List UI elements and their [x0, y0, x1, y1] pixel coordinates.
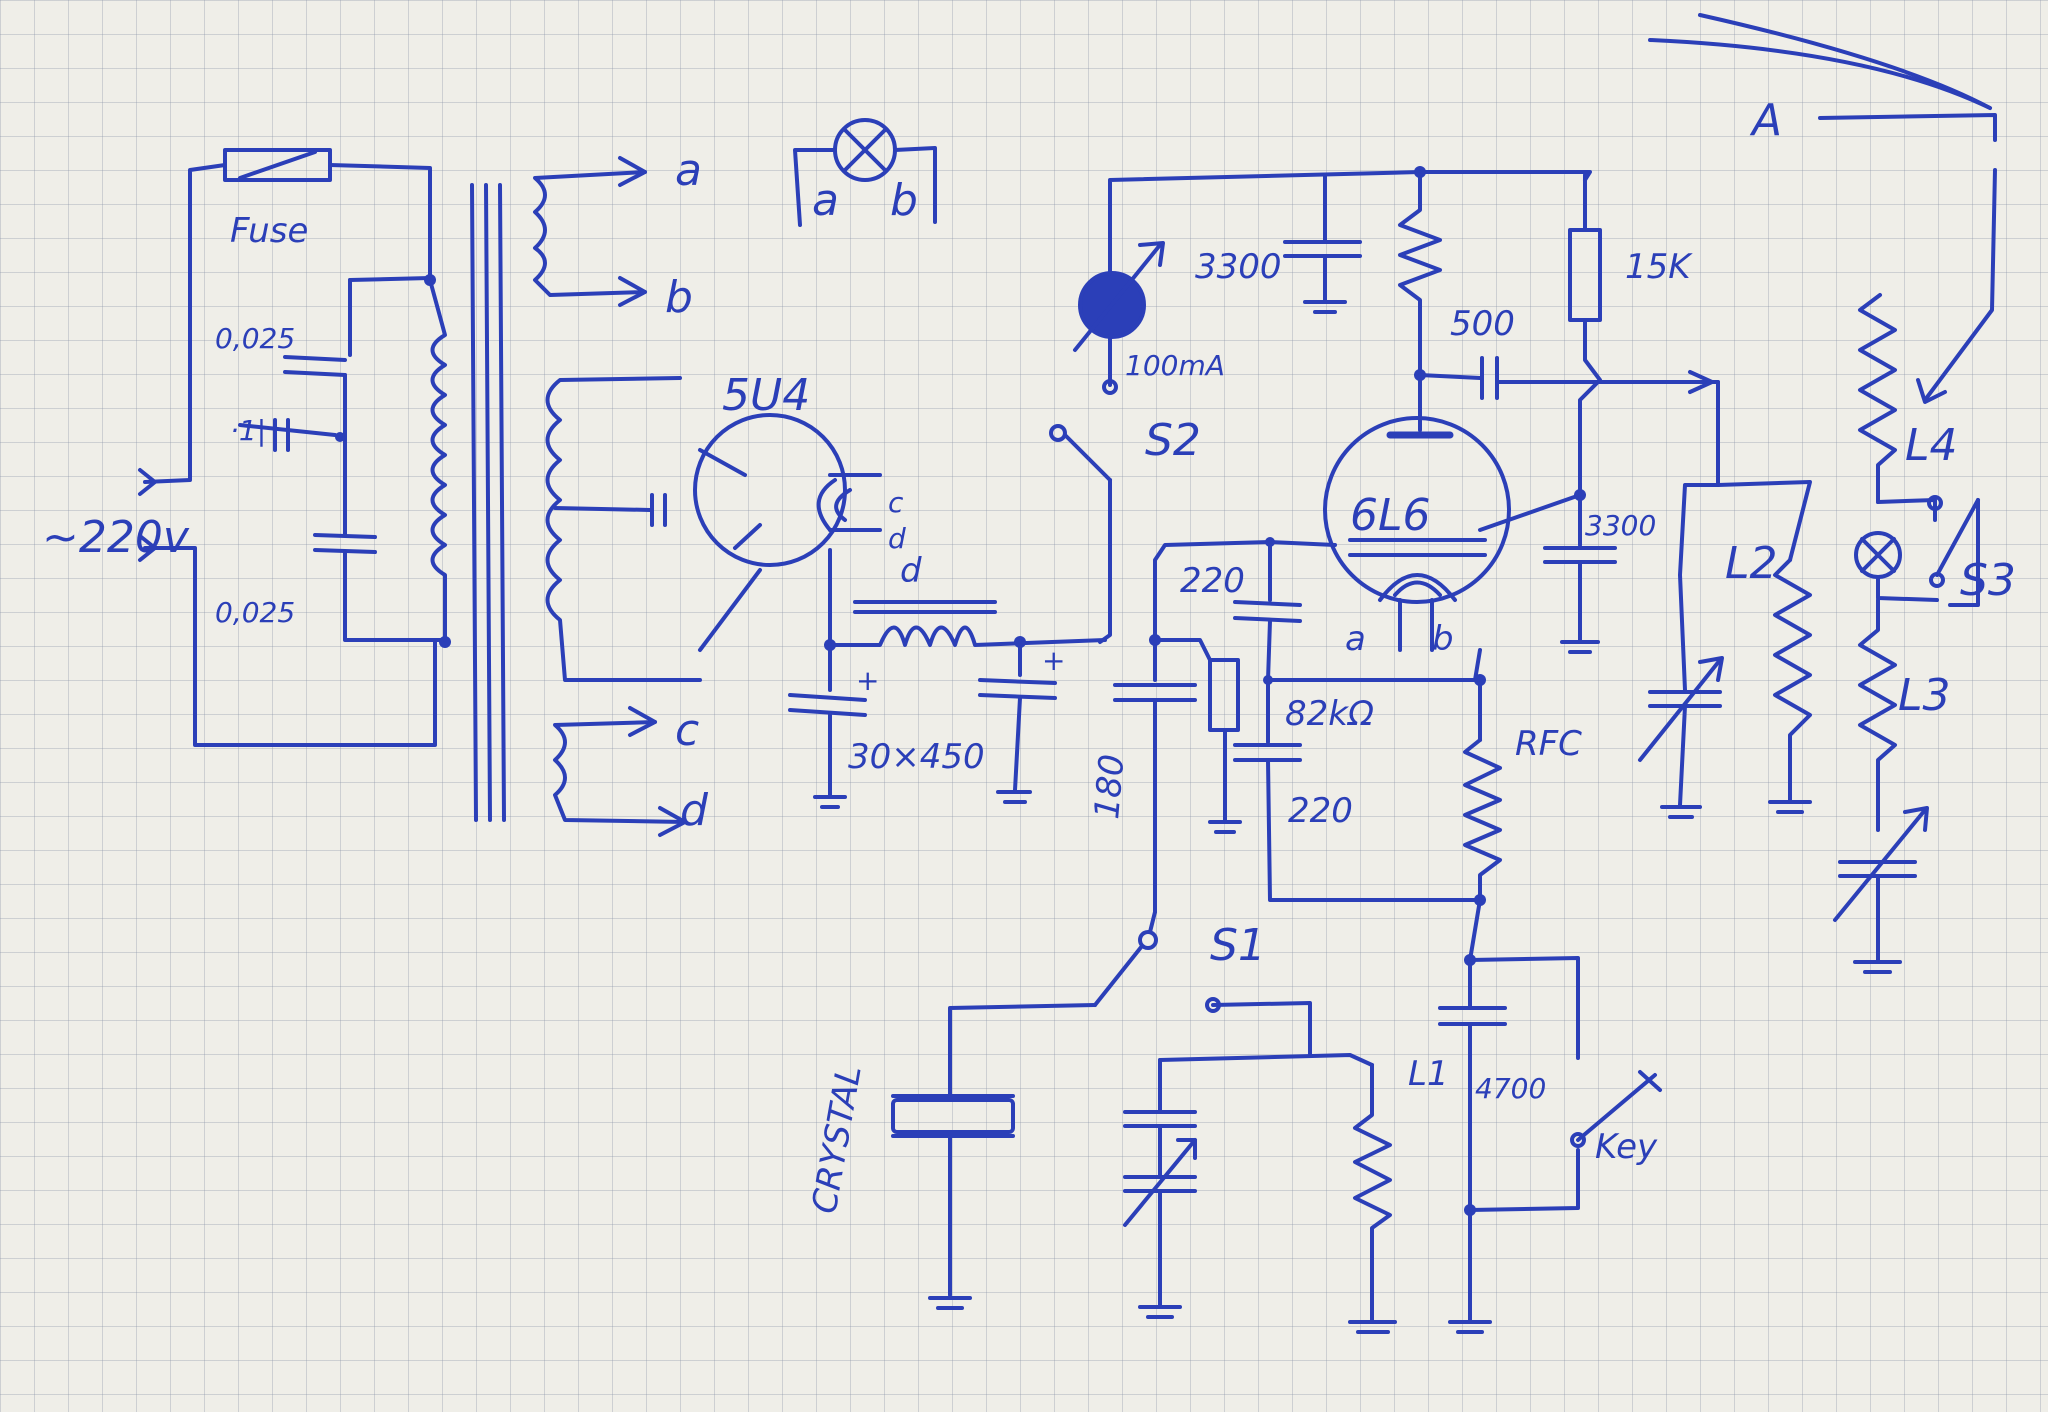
- cap-0025-bottom-label: 0,025: [215, 596, 295, 629]
- output-inductor-label: L2: [1725, 538, 1778, 589]
- lamp-b-label: b: [890, 175, 918, 226]
- plus-sign-2: +: [1042, 644, 1065, 677]
- grid-network: 220 82kΩ 220 180: [1087, 537, 1486, 914]
- mains-voltage-label: ~220v: [42, 512, 190, 563]
- tube-b-label: b: [1432, 619, 1454, 659]
- output-tube-6l6: 6L6 a b: [1323, 373, 1582, 659]
- choke-label: d: [900, 551, 922, 591]
- screen-bypass-cap-3300: 3300: [1543, 478, 1656, 654]
- transformer-primary-winding: [428, 278, 447, 642]
- cap-3300-label: 3300: [1195, 247, 1282, 287]
- secondary-d-label: d: [680, 785, 709, 836]
- cap-500-label: 500: [1450, 304, 1515, 344]
- coupling-inductor-l4-label: L4: [1905, 420, 1958, 471]
- cap-220-top-label: 220: [1180, 561, 1245, 601]
- transformer-core: [470, 183, 506, 822]
- tank-inductor-l3-label: L3: [1898, 670, 1951, 721]
- cap-180-label: 180: [1087, 753, 1133, 821]
- grid-tank-circuit: [1123, 1053, 1397, 1334]
- pilot-lamp-ab: a b: [793, 118, 937, 227]
- cap-3300-right-label: 3300: [1585, 509, 1656, 542]
- cap-01-label: ·1|: [230, 414, 266, 447]
- secondary-a-label: a: [675, 145, 702, 196]
- meter-range-label: 100mA: [1125, 349, 1225, 382]
- mains-input: Fuse ~220v 0,025 ·1| 0,025: [42, 148, 451, 747]
- plate-current-meter: 100mA: [1073, 170, 1592, 395]
- s2-label: S2: [1145, 415, 1201, 466]
- cap-4700-label: 4700: [1475, 1072, 1546, 1105]
- filter-caps-label: 30×450: [848, 737, 985, 777]
- cathode-inductor-label: L1: [1408, 1054, 1449, 1094]
- fuse-label: Fuse: [230, 211, 308, 251]
- rectifier-tube-5u4: 5U4 c d: [693, 370, 906, 652]
- s1-label: S1: [1210, 920, 1266, 971]
- high-voltage-winding: [545, 376, 702, 682]
- tube-label: 6L6: [1350, 490, 1431, 541]
- bypass-cap-3300: 3300: [1195, 173, 1362, 314]
- heater-winding-cd: c d: [553, 705, 709, 837]
- resistor-82k-label: 82kΩ: [1285, 694, 1374, 734]
- s3-label: S3: [1960, 555, 2016, 606]
- antenna-section: A L4 S3 L3: [1648, 13, 2016, 974]
- crystal-circuit: CRYSTAL: [804, 1003, 1097, 1310]
- plus-sign-1: +: [856, 664, 879, 697]
- tube-a-label: a: [1345, 619, 1366, 659]
- filter-section: d 30×450 + +: [788, 551, 1107, 809]
- output-tank-l2: L2: [1638, 380, 1812, 819]
- rectifier-label: 5U4: [722, 370, 810, 421]
- lamp-a-label: a: [812, 175, 839, 226]
- secondary-c-label: c: [675, 705, 699, 756]
- secondary-b-label: b: [665, 272, 693, 323]
- rfc-label: RFC: [1515, 724, 1582, 764]
- switch-s2[interactable]: S2: [1049, 415, 1201, 644]
- resistor-15k-label: 15K: [1625, 247, 1693, 287]
- rectifier-d-label: d: [888, 522, 906, 555]
- rectifier-c-label: c: [888, 486, 904, 519]
- crystal-label: CRYSTAL: [804, 1062, 869, 1216]
- rf-choke: RFC: [1463, 724, 1582, 906]
- coupling-cap-500: 500: [1418, 304, 1720, 400]
- key-label: Key: [1595, 1127, 1658, 1167]
- cap-220-bottom-label: 220: [1288, 791, 1353, 831]
- antenna-label: A: [1749, 95, 1782, 146]
- filter-choke: [828, 625, 1107, 647]
- cathode-key-section: L1 4700 Key: [1408, 898, 1662, 1334]
- cap-0025-top-label: 0,025: [215, 322, 295, 355]
- heater-winding-ab: a b: [533, 145, 702, 323]
- plate-inductor: [1398, 166, 1442, 381]
- switch-s1[interactable]: S1: [1093, 910, 1312, 1057]
- resistor-15k: 15K: [1568, 173, 1693, 482]
